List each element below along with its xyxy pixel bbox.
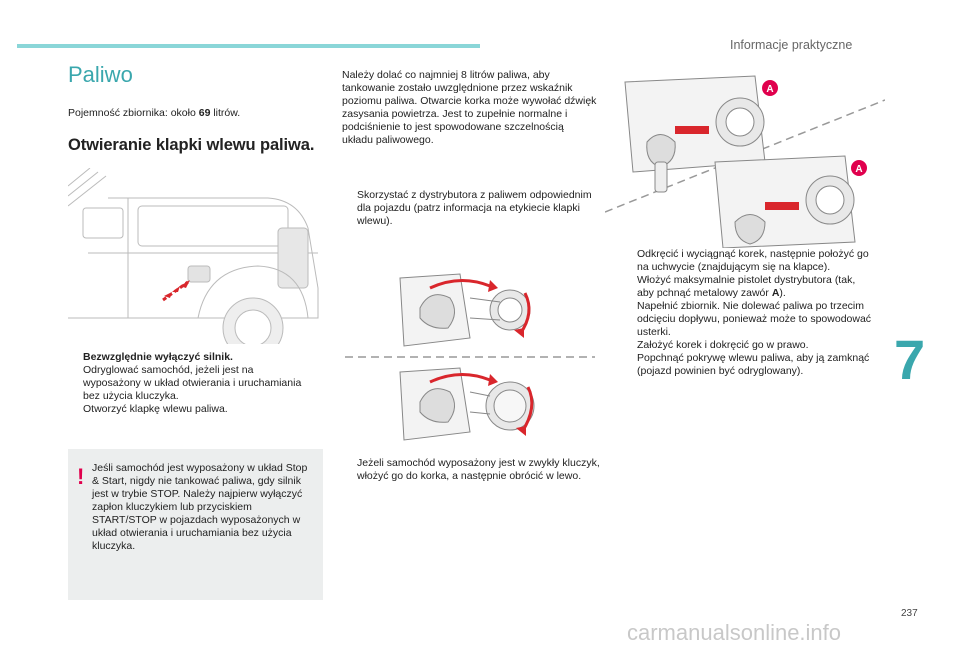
list-item: Skorzystać z dystrybutora z paliwem odpo… [357,189,592,227]
chapter-number: 7 [894,328,926,391]
header-accent-bar [17,44,480,48]
list-item: Jeżeli samochód wyposażony jest w zwykły… [357,457,600,482]
section-title: Paliwo [68,62,133,87]
list-item: Otworzyć klapkę wlewu paliwa. [83,403,228,415]
list-item: Bezwzględnie wyłączyć silnik. [83,351,233,363]
warning-box [68,449,323,600]
dashed-separator [345,356,595,358]
middle-key-steps-list: Jeżeli samochód wyposażony jest w zwykły… [342,457,607,483]
running-header: Informacje praktyczne [730,38,853,52]
left-steps-list: Bezwzględnie wyłączyć silnik. Odryglować… [68,351,308,416]
middle-steps-list: Skorzystać z dystrybutora z paliwem odpo… [342,189,607,228]
fuel-cap-open-illustration [399,273,531,347]
watermark: carmanualsonline.info [627,620,842,645]
page-number: 237 [901,608,918,619]
list-item: Włożyć maksymalnie pistolet dystrybutora… [637,274,856,299]
list-item: Odkręcić i wyciągnąć korek, następnie po… [637,248,869,273]
warning-icon: ! [77,464,85,489]
subsection-title: Otwieranie klapki wlewu paliwa. [68,136,315,154]
list-item: Odryglować samochód, jeżeli jest na wypo… [83,364,302,402]
callout-a-bottom: A [855,164,862,175]
fuel-cap-key-illustration [399,367,535,441]
van-side-illustration [68,168,319,344]
list-item: Napełnić zbiornik. Nie dolewać paliwa po… [637,300,872,338]
list-item: Założyć korek i dokręcić go w prawo. [637,339,809,351]
right-steps-list: Odkręcić i wyciągnąć korek, następnie po… [622,248,872,378]
list-item: Popchnąć pokrywę wlewu paliwa, aby ją za… [637,352,870,377]
callout-a-top: A [766,84,773,95]
warning-text: Jeśli samochód jest wyposażony w układ S… [92,462,308,552]
fuel-nozzle-illustration: A A [605,75,885,248]
refuel-intro: Należy dolać co najmniej 8 litrów paliwa… [342,69,597,146]
tank-capacity: Pojemność zbiornika: około 69 litrów. [68,107,241,119]
